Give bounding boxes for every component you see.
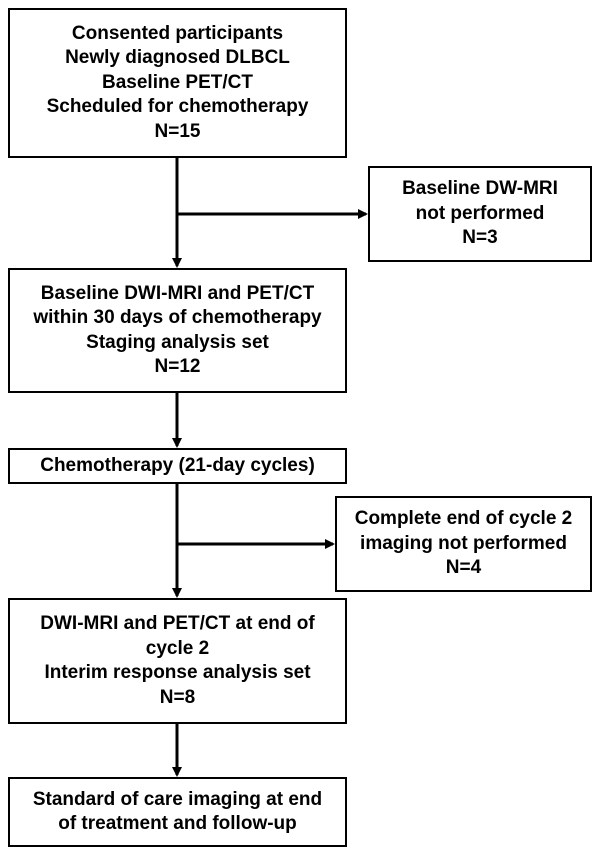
box-text-line: N=15 [154,120,201,142]
box-standard-of-care: Standard of care imaging at end of treatm… [8,777,347,847]
box-chemotherapy: Chemotherapy (21-day cycles) [8,448,347,484]
box-text-line: Newly diagnosed DLBCL [65,47,290,69]
box-text-line: Standard of care imaging at end [32,788,323,810]
box-text-line: cycle 2 [145,637,210,659]
box-interim-response-analysis-set: DWI-MRI and PET/CT at end of cycle 2 Inter… [8,598,347,724]
box-text-line: within 30 days of chemotherapy [33,307,322,328]
box-text-line: Consented participants [71,22,284,44]
box-text-line: N=4 [445,557,482,579]
box-text-line: N=8 [159,686,196,708]
box-text-line: Complete end of cycle 2 [354,508,573,530]
box-text-line: N=3 [462,227,498,249]
box-text-line: of treatment and follow-up [58,813,297,834]
box-staging-analysis-set: Baseline DWI-MRI and PET/CT within 30 day… [8,268,347,393]
box-text-line: Baseline DW-MRI [402,178,558,200]
box-text-line: Chemotherapy (21-day cycles) [40,454,315,476]
box-text-line: N=12 [154,356,201,377]
box-text-line: not performed [415,202,545,224]
box-text-line: Baseline DWI-MRI and PET/CT [40,282,315,304]
box-text-line: Scheduled for chemotherapy [46,96,309,118]
box-text-line: Staging analysis set [86,331,269,353]
box-text-line: Baseline PET/CT [102,71,253,93]
box-text-line: Interim response analysis set [44,662,311,683]
box-text-line: imaging not performed [360,532,567,554]
box-text-line: DWI-MRI and PET/CT at end of [40,613,315,634]
